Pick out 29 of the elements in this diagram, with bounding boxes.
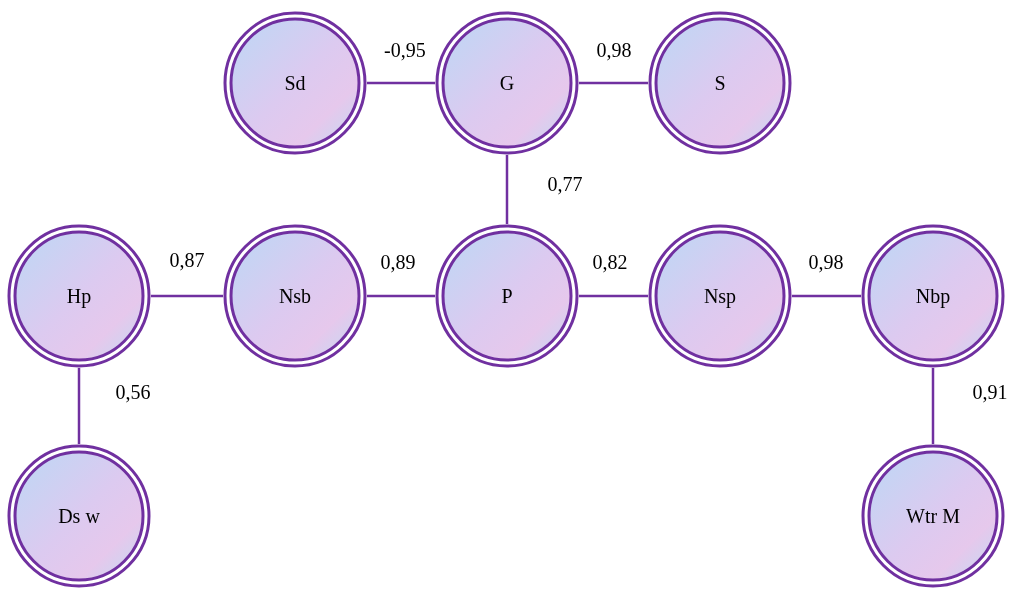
circle-node [648,11,792,155]
connector-line [792,294,861,298]
connector-line [505,155,509,224]
node-label: Wtr M [906,504,960,529]
circle-node [223,11,367,155]
circle-node [7,444,151,588]
node-label: P [501,284,513,309]
node-label: Nsp [703,284,737,310]
node-label: Nsb [278,284,312,309]
circle-node [435,11,579,155]
connector-line [579,294,648,298]
connector-line [579,81,648,85]
connector-line [77,368,81,444]
circle-node [223,224,367,368]
node-label: G [499,71,515,96]
connector-line [367,81,435,85]
circle-node [861,224,1005,368]
circle-node [861,444,1005,588]
circle-node [7,224,151,368]
node-label: Nbp [915,284,951,310]
circle-node [435,224,579,368]
connector-line [151,294,223,298]
connector-line [931,368,935,444]
node-label: S [714,71,726,96]
node-label: Hp [66,284,92,310]
node-label: Ds w [58,504,100,529]
node-label: Sd [284,71,306,96]
connector-line [367,294,435,298]
circle-node [648,224,792,368]
